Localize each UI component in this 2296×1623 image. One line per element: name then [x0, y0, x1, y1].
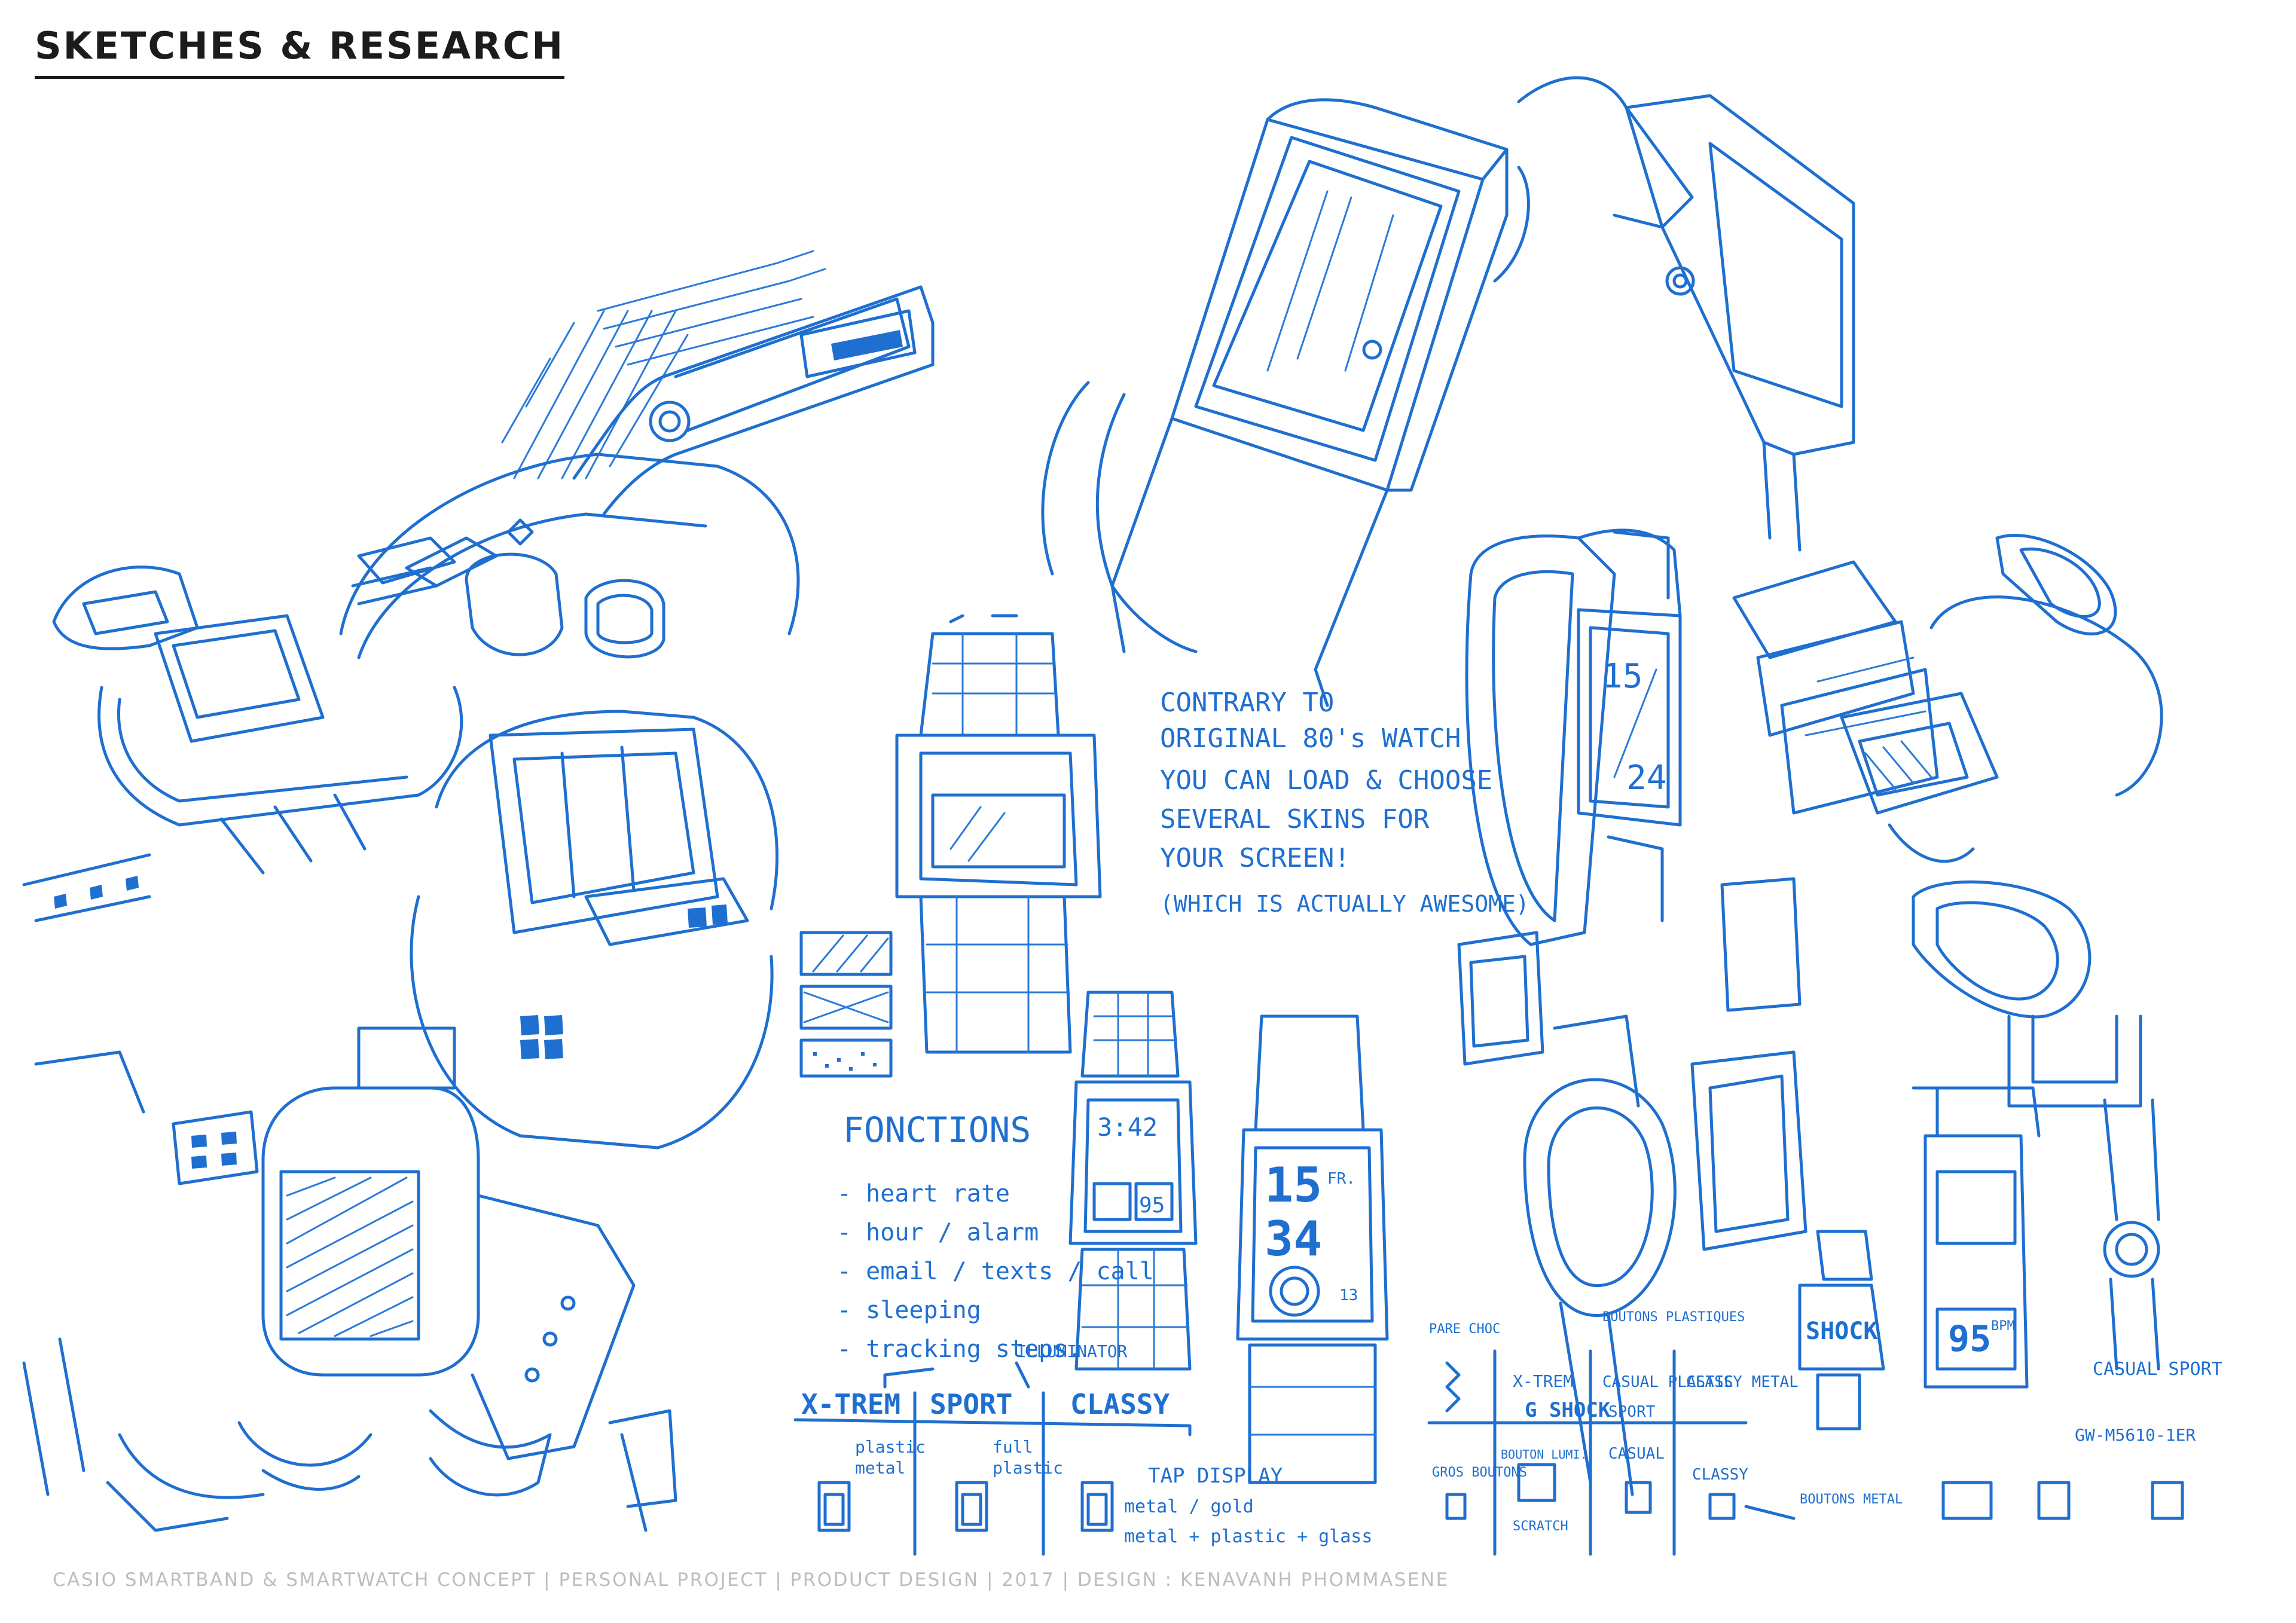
note-bouton-lumi: BOUTON LUMI. [1501, 1447, 1587, 1462]
annotation-line-6: (WHICH IS ACTUALLY AWESOME) [1160, 891, 1529, 917]
annotation-line-1: CONTRARY TO [1160, 687, 1334, 718]
annotation-line-5: YOUR SCREEN! [1160, 843, 1350, 873]
functions-title: FONCTIONS [843, 1109, 1031, 1150]
digital-watch-small [1068, 991, 1198, 1371]
classy-note-1: TAP DISPLAY [1148, 1464, 1283, 1488]
note-casual-plastic: CASUAL PLASTIC [1602, 1373, 1733, 1391]
right-table-notes: PARE CHOC BOUTONS PLASTIQUES X-TREM G SH… [1429, 1310, 2222, 1534]
perspective-watch-large [1041, 98, 1530, 707]
function-item-1: - heart rate [837, 1180, 1010, 1208]
xtrem-note-2: metal [855, 1458, 905, 1478]
display-bpm-unit: BPM [1991, 1319, 2015, 1334]
note-boutons-plastiques: BOUTONS PLASTIQUES [1602, 1310, 1745, 1325]
function-item-3: - email / texts / call [837, 1258, 1154, 1285]
digital-watch-tall [1236, 1014, 1389, 1484]
note-classy-metal: CLASSY METAL [1686, 1373, 1799, 1391]
sport-label: SPORT [930, 1388, 1012, 1420]
comparison-table-right [1427, 1349, 2184, 1556]
square-watch-bracelet [895, 614, 1102, 1054]
note-scratch: SCRATCH [1513, 1519, 1568, 1534]
note-classy: CLASSY [1692, 1466, 1748, 1484]
note-pare-choc: PARE CHOC [1429, 1322, 1500, 1337]
display-bpm-value: 95 [1948, 1318, 1991, 1360]
xtrem-label: X-TREM [801, 1388, 900, 1420]
display-big-minute: 34 [1265, 1211, 1322, 1267]
function-item-5: - tracking steps. [837, 1335, 1082, 1363]
annotation-line-3: YOU CAN LOAD & CHOOSE [1160, 765, 1492, 796]
display-big-day: FR. [1327, 1170, 1355, 1188]
display-small-time: 3:42 [1097, 1112, 1158, 1142]
display-small-number: 95 [1139, 1193, 1165, 1218]
category-table [793, 1361, 1192, 1556]
display-big-hour: 15 [1265, 1157, 1322, 1213]
category-table-labels: ILLUMINATOR X-TREM SPORT CLASSY plastic … [801, 1341, 1372, 1547]
side-view-watch [1517, 76, 1855, 552]
function-item-4: - sleeping [837, 1297, 981, 1324]
smartband-sketches-left [52, 453, 800, 875]
note-boutons-metal: BOUTONS METAL [1800, 1492, 1903, 1507]
display-big-seconds: 13 [1339, 1286, 1358, 1304]
apple-style-watch [261, 1026, 636, 1460]
note-gros-boutons: GROS BOUTONS [1432, 1465, 1527, 1480]
note-sport: SPORT [1608, 1403, 1656, 1421]
smartband-15-24 [1465, 528, 1682, 946]
small-case-sketches [357, 518, 665, 659]
sport-note-2: plastic [993, 1458, 1063, 1478]
button-closeup-sketch [501, 250, 935, 516]
strap-segments-left [22, 853, 677, 1532]
note-casual-sport: CASUAL SPORT [2093, 1359, 2222, 1380]
skin-annotation: CONTRARY TO ORIGINAL 80's WATCH YOU CAN … [1160, 687, 1529, 917]
classy-label: CLASSY [1070, 1388, 1170, 1420]
display-shock: SHOCK [1806, 1318, 1877, 1345]
right-cluster-sketches [1732, 534, 2163, 1108]
display-band-bottom: 24 [1626, 759, 1666, 797]
note-xtrem: X-TREM [1513, 1371, 1573, 1391]
page-title: SKETCHES & RESEARCH [35, 24, 565, 79]
functions-list: FONCTIONS - heart rate - hour / alarm - … [837, 1109, 1154, 1363]
note-model: GW-M5610-1ER [2075, 1425, 2196, 1445]
function-item-2: - hour / alarm [837, 1219, 1039, 1246]
footer-credit: CASIO SMARTBAND & SMARTWATCH CONCEPT | P… [53, 1569, 1449, 1591]
note-casual: CASUAL [1608, 1445, 1665, 1463]
annotation-line-4: SEVERAL SKINS FOR [1160, 804, 1430, 835]
wide-band-sketch [410, 710, 778, 1150]
classy-note-3: metal + plastic + glass [1124, 1526, 1372, 1547]
strap-swatches [799, 931, 893, 1078]
xtrem-note-1: plastic [855, 1437, 926, 1457]
illuminator-label: ILLUMINATOR [1016, 1341, 1128, 1361]
note-gshock: G SHOCK [1525, 1398, 1611, 1422]
watch-display-readouts: 3:42 95 15 34 FR. 13 15 24 95 BPM SHOCK [1097, 657, 2015, 1360]
annotation-line-2: ORIGINAL 80's WATCH [1160, 723, 1461, 754]
display-band-top: 15 [1602, 657, 1642, 696]
classy-note-2: metal / gold [1124, 1496, 1254, 1517]
round-watch-sketches [1457, 877, 2160, 1496]
sport-note-1: full [993, 1437, 1033, 1457]
